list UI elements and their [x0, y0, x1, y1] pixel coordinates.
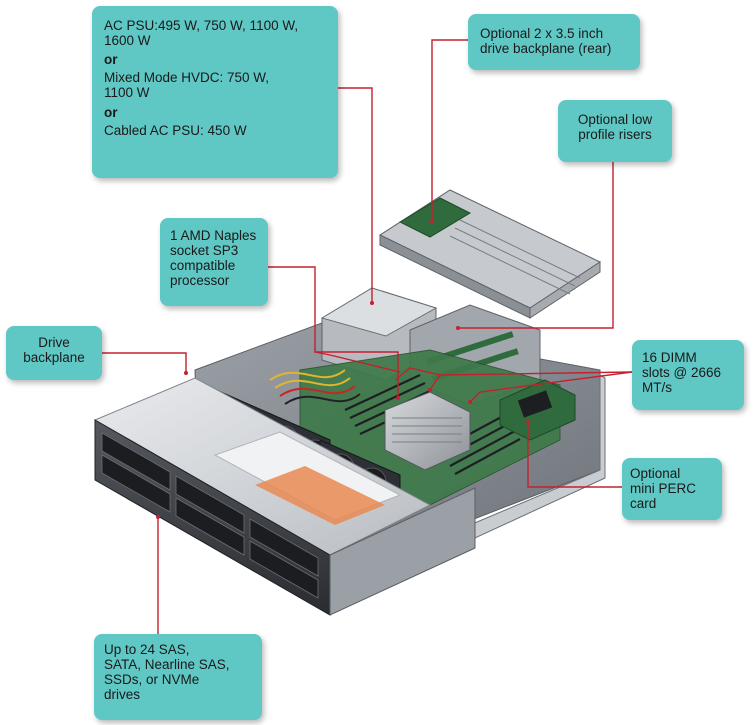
psu-line-3: Mixed Mode HVDC: 750 W, — [104, 70, 270, 86]
rear-backplane-line-2: drive backplane (rear) — [480, 41, 612, 57]
callout-rear-backplane: Optional 2 x 3.5 inch drive backplane (r… — [468, 14, 640, 70]
callout-perc: Optional mini PERC card — [622, 458, 722, 520]
psu-or-1: or — [104, 52, 118, 68]
drive-bays — [101, 432, 319, 599]
drives-line-3: SSDs, or NVMe — [104, 672, 200, 688]
risers-line-1: Optional low — [577, 112, 653, 127]
psu-line-2: 1600 W — [104, 33, 151, 49]
psu-or-2: or — [104, 104, 118, 120]
callout-drives: Up to 24 SAS, SATA, Nearline SAS, SSDs, … — [94, 634, 262, 720]
callout-psu: AC PSU:495 W, 750 W, 1100 W, 1600 W or M… — [92, 6, 338, 178]
processor-line-4: processor — [170, 273, 230, 289]
risers-line-2: profile risers — [578, 127, 652, 143]
psu-line-1: AC PSU:495 W, 750 W, 1100 W, — [104, 18, 299, 33]
callout-dimm: 16 DIMM slots @ 2666 MT/s — [632, 340, 744, 410]
drives-line-2: SATA, Nearline SAS, — [104, 657, 230, 673]
psu-line-4: 1100 W — [104, 85, 150, 101]
drive-backplane-line-2: backplane — [23, 350, 85, 366]
leader-dots — [156, 220, 530, 519]
callout-drive-backplane: Drive backplane — [6, 326, 102, 380]
drives-line-1: Up to 24 SAS, — [104, 642, 190, 657]
drives-line-4: drives — [104, 687, 141, 703]
leader-lines — [102, 39, 633, 635]
rear-drive-cage — [378, 189, 602, 319]
drive-backplane-line-1: Drive — [38, 335, 70, 350]
cables — [269, 369, 361, 405]
dimm-line-2: slots @ 2666 — [642, 365, 721, 381]
processor-line-1: 1 AMD Naples — [170, 228, 257, 243]
dimm-line-1: 16 DIMM — [642, 350, 697, 365]
callout-processor: 1 AMD Naples socket SP3 compatible proce… — [160, 218, 268, 306]
perc-line-1: Optional — [630, 466, 681, 481]
callout-risers: Optional low profile risers — [558, 100, 672, 162]
dimm-line-3: MT/s — [642, 380, 672, 396]
perc-line-2: mini PERC — [630, 481, 697, 497]
rear-backplane-line-1: Optional 2 x 3.5 inch — [480, 26, 604, 41]
perc-line-3: card — [630, 496, 657, 512]
processor-line-2: socket SP3 — [170, 243, 239, 259]
psu-line-5: Cabled AC PSU: 450 W — [104, 122, 247, 138]
processor-line-3: compatible — [170, 258, 236, 274]
